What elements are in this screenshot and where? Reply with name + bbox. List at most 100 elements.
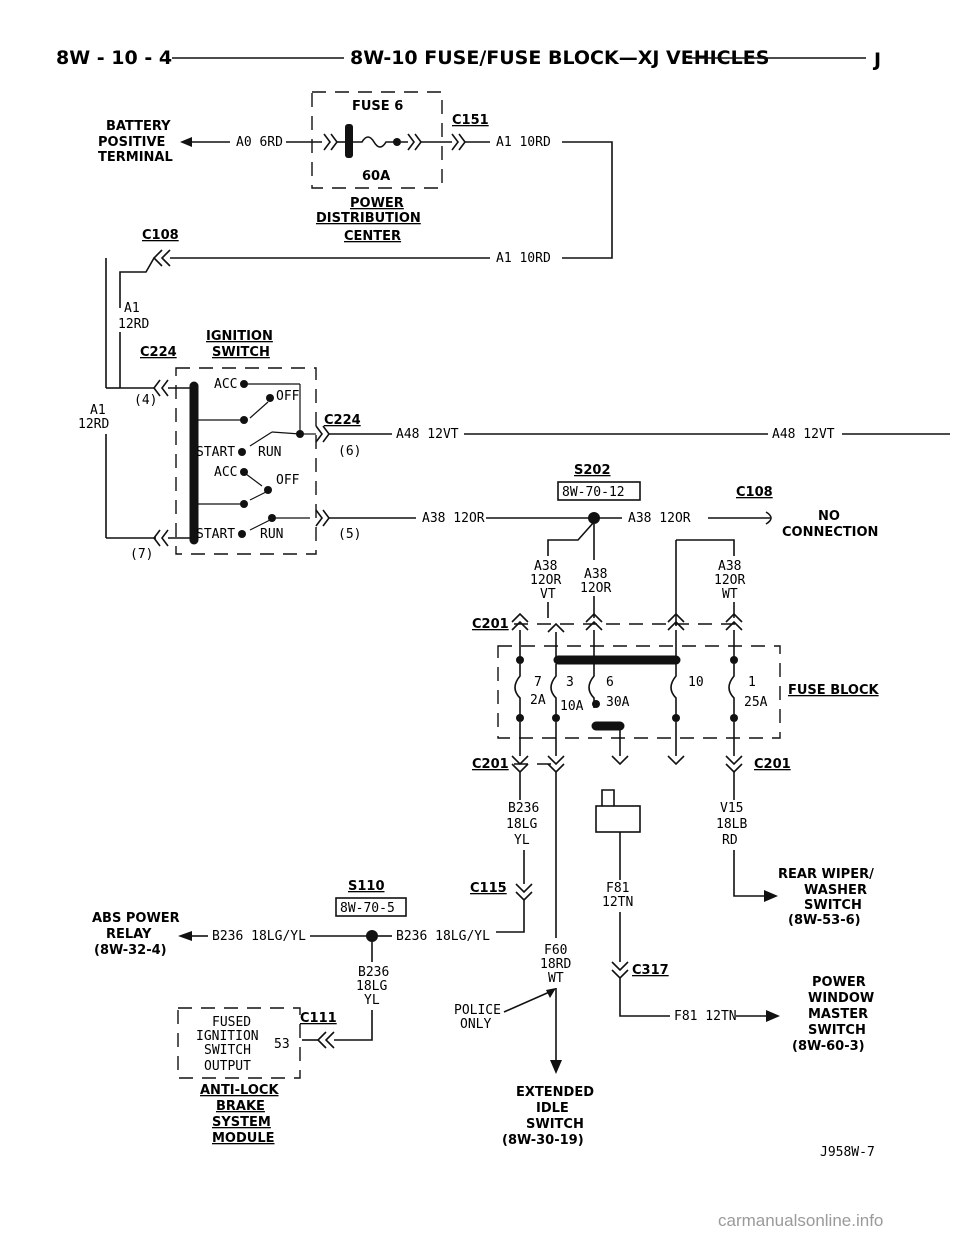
ignition-title-2: SWITCH [212, 345, 270, 360]
connector-c108-right: C108 [736, 485, 773, 500]
ign-start-1-node [238, 448, 246, 456]
pdc-output-connector [401, 133, 422, 151]
battery-arrow [180, 137, 192, 147]
wire-a38-mid-1: A38 [584, 567, 607, 582]
ign-acc-1: ACC [214, 377, 237, 392]
fuse-7-top-node [516, 656, 524, 664]
fuse-1-amp: 25A [744, 695, 768, 710]
fuse-1-element [728, 664, 735, 716]
ign-wiper-2-blade [249, 491, 267, 501]
wire-a38-vt-1: A38 [534, 559, 557, 574]
wire-a1-loop [562, 141, 613, 259]
c317-connector [611, 961, 629, 980]
c201-upper-pin-5 [725, 612, 743, 631]
wire-b236-to-splice [496, 900, 525, 933]
ignition-pin5: (5) [338, 527, 361, 542]
ign-wiper-1-blade [249, 401, 269, 419]
abs-module-1: ANTI-LOCK [200, 1083, 279, 1098]
wire-a38-right: A38 12OR [628, 511, 691, 526]
extended-idle-1: EXTENDED [516, 1085, 594, 1100]
splice-s110-ref: 8W-70-5 [340, 901, 395, 916]
wire-a38-wt-2: 12OR [714, 573, 745, 588]
rear-wiper-1: REAR WIPER/ [778, 867, 874, 882]
abs-module-3: SYSTEM [212, 1115, 271, 1130]
fuse-6-amp: 30A [606, 695, 630, 710]
fuse-10-element [670, 664, 677, 716]
fuse-block-label: FUSE BLOCK [788, 683, 880, 698]
connector-c115: C115 [470, 881, 507, 896]
c224-a38-connector [315, 509, 330, 527]
wire-a48-right: A48 12VT [772, 427, 835, 442]
connector-c201-lower-left: C201 [472, 757, 509, 772]
wire-a38-mid-2: 12OR [580, 581, 611, 596]
ign-run-2-blade [249, 519, 271, 531]
c201-lower-pin-3 [611, 755, 629, 766]
wire-v15-3: RD [722, 833, 738, 848]
power-window-3: MASTER [808, 1007, 868, 1022]
wire-a1-12rd-label-1: A1 [124, 301, 140, 316]
wire-a38-wt-branch [676, 539, 735, 556]
ignition-title-1: IGNITION [206, 329, 273, 344]
wire-a1-12rd-side-2: 12RD [78, 417, 109, 432]
abs-relay-3: (8W-32-4) [94, 943, 167, 958]
page-title: 8W-10 FUSE/FUSE BLOCK—XJ VEHICLES [350, 47, 769, 69]
fuse-3-num: 3 [566, 675, 574, 690]
connector-c151: C151 [452, 113, 489, 128]
abs-module-2: BRAKE [216, 1099, 265, 1114]
figure-id: J958W-7 [820, 1145, 875, 1160]
watermark: carmanualsonline.info [718, 1211, 883, 1230]
wire-a0-label: A0 6RD [236, 135, 283, 150]
wire-f81-1: F81 [606, 881, 629, 896]
ign-off-2: OFF [276, 473, 300, 488]
connector-c224-top: C224 [140, 345, 177, 360]
wire-b236-down-2: 18LG [356, 979, 387, 994]
rear-wiper-2: WASHER [804, 883, 867, 898]
pdc-bus-bar [345, 124, 353, 158]
pdc-fuse-rating: 60A [362, 169, 390, 184]
connector-c201-upper: C201 [472, 617, 509, 632]
splice-s110: S110 [348, 879, 385, 894]
connector-c317: C317 [632, 963, 669, 978]
police-only-2: ONLY [460, 1017, 491, 1032]
fuse-6-element [353, 136, 394, 148]
f81-relay-box [595, 805, 641, 833]
fused-ign-pin: 53 [274, 1037, 290, 1052]
power-window-1: POWER [812, 975, 866, 990]
wire-v15-1: V15 [720, 801, 743, 816]
connector-c111: C111 [300, 1011, 337, 1026]
s110-ref-box [335, 897, 407, 917]
wire-b236-down-1: B236 [358, 965, 389, 980]
c201-upper-pin-3 [585, 612, 603, 631]
fuse-7-element [514, 664, 521, 716]
fuse-block-box [497, 645, 781, 739]
s202-ref-box [557, 481, 641, 501]
ignition-pin7-connector [153, 529, 169, 547]
wire-b236-up-3: YL [514, 833, 530, 848]
no-connection-2: CONNECTION [782, 525, 878, 540]
rear-wiper-arrow [764, 890, 778, 902]
wire-b236-up-1: B236 [508, 801, 539, 816]
battery-label-1: BATTERY [106, 119, 171, 134]
ign-off-1: OFF [276, 389, 300, 404]
fuse-10-bottom-node [672, 714, 680, 722]
extended-idle-3: SWITCH [526, 1117, 584, 1132]
ign-wiper-1-node [240, 416, 248, 424]
ign-acc-2-blade [245, 473, 263, 487]
abs-relay-arrow [178, 931, 192, 941]
wire-f60-1: F60 [544, 943, 567, 958]
ignition-pin6: (6) [338, 444, 361, 459]
c201-upper-pin-2 [547, 622, 565, 633]
rear-wiper-3: SWITCH [804, 898, 862, 913]
fuse-3-amp: 10A [560, 699, 584, 714]
c108-top-connector [152, 249, 171, 267]
c115-connector [515, 883, 533, 902]
fuse-3-bottom-node [552, 714, 560, 722]
splice-s202-ref: 8W-70-12 [562, 485, 625, 500]
fused-ign-box [177, 1007, 301, 1079]
fuse-1-bottom-node [730, 714, 738, 722]
c151-connector [451, 133, 466, 151]
wire-a1-top-label: A1 10RD [496, 135, 551, 150]
ign-start-2-node [238, 530, 246, 538]
fuse-6-bottom-node [592, 700, 600, 708]
